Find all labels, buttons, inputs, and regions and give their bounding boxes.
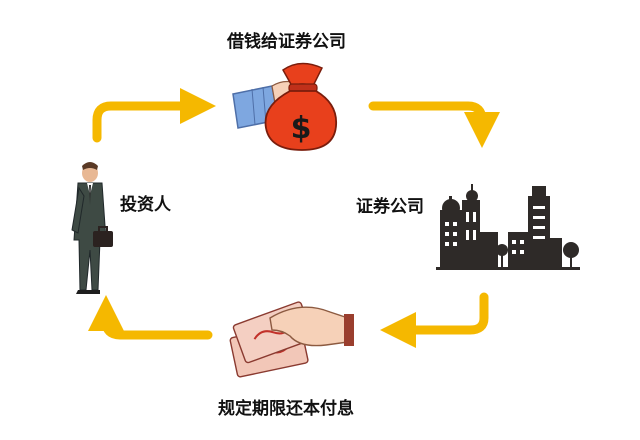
city-buildings-icon: [436, 184, 580, 270]
arrow-cash-to-investor: [88, 295, 213, 340]
label-lend-to-company: 借钱给证券公司: [227, 32, 346, 52]
businessman-icon: [71, 162, 113, 294]
label-securities-company: 证券公司: [356, 197, 424, 217]
label-investor: 投资人: [120, 195, 171, 215]
label-repay-principal-interest: 规定期限还本付息: [218, 399, 354, 419]
arrow-investor-to-bag: [92, 88, 216, 143]
arrow-bag-to-company: [368, 101, 500, 148]
svg-text:$: $: [291, 111, 312, 146]
hand-with-banknotes-icon: [229, 301, 354, 378]
arrow-company-to-cash: [380, 292, 489, 348]
money-bag-icon: $: [232, 62, 338, 151]
